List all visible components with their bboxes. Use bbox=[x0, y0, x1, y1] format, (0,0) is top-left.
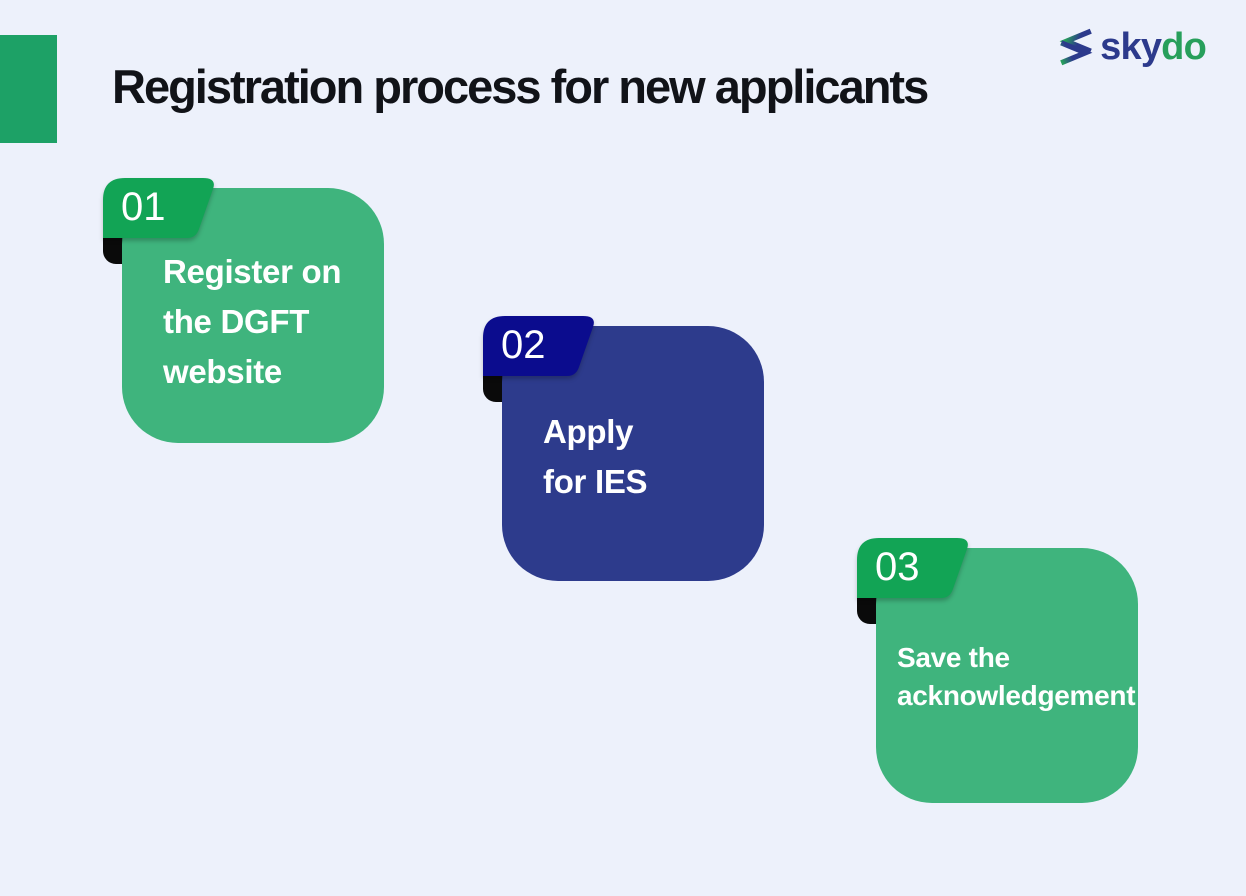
step-1-number-badge: 01 bbox=[103, 178, 220, 238]
logo-wordmark: skydo bbox=[1100, 26, 1207, 68]
accent-block bbox=[0, 35, 57, 143]
step-3-line-2: acknowledgement bbox=[897, 680, 1136, 711]
skydo-logo: skydo bbox=[1057, 26, 1207, 68]
step-1-line-2: the DGFT bbox=[163, 303, 310, 340]
step-1-label: Register on the DGFT website bbox=[163, 247, 342, 397]
skydo-chevron-icon bbox=[1059, 28, 1093, 66]
step-3-number: 03 bbox=[875, 545, 920, 589]
step-3-line-1: Save the bbox=[897, 642, 1010, 673]
step-1-badge-shape bbox=[103, 178, 214, 238]
page-title: Registration process for new applicants bbox=[112, 60, 929, 113]
logo-text-do: do bbox=[1161, 26, 1207, 68]
step-1-number: 01 bbox=[121, 185, 166, 229]
step-1-line-1: Register on bbox=[163, 253, 342, 290]
step-2-line-1: Apply bbox=[543, 413, 634, 450]
step-2-number-badge: 02 bbox=[483, 316, 600, 376]
step-3-number-badge: 03 bbox=[857, 538, 974, 598]
step-card-2: Apply for IES 02 bbox=[483, 316, 873, 586]
step-2-number: 02 bbox=[501, 323, 546, 367]
step-card-1: Register on the DGFT website 01 bbox=[103, 178, 493, 448]
step-2-card-body: Apply for IES bbox=[502, 326, 764, 581]
logo-text-sky: sky bbox=[1100, 26, 1162, 68]
step-3-label: Save the acknowledgement bbox=[897, 639, 1136, 715]
step-2-badge-shape bbox=[483, 316, 594, 376]
step-2-line-2: for IES bbox=[543, 463, 648, 500]
step-1-line-3: website bbox=[163, 353, 282, 390]
step-card-3: Save the acknowledgement 03 bbox=[857, 538, 1246, 808]
step-2-label: Apply for IES bbox=[543, 407, 648, 507]
step-3-badge-shape bbox=[857, 538, 968, 598]
